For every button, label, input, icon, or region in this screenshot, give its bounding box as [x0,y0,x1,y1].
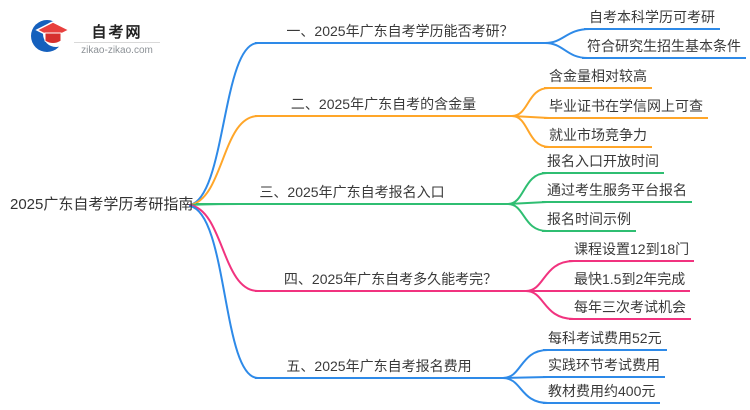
child-node-4-1: 课程设置12到18门 [569,238,695,262]
child-node-5-3: 教材费用约400元 [543,380,661,404]
child-node-3-3: 报名时间示例 [542,208,636,232]
edge-branch2-child1 [511,87,550,117]
edge-branch3-child2 [507,201,548,205]
branch-node-1: 一、2025年广东自考学历能否考研？ [255,20,545,44]
child-node-2-1: 含金量相对较高 [544,65,652,89]
child-node-3-1: 报名入口开放时间 [542,150,664,174]
edge-root-branch2 [189,115,259,206]
child-node-1-2: 符合研究生招生基本条件 [582,35,746,59]
edge-branch5-child1 [502,349,549,379]
child-node-2-3: 就业市场竞争力 [544,124,652,148]
root-node: 2025广东自考学历考研指南 [10,196,194,213]
logo-divider [74,42,160,43]
edge-root-branch5 [189,205,259,379]
child-node-3-2: 通过考生服务平台报名 [542,179,692,203]
child-node-5-2: 实践环节考试费用 [543,354,665,378]
child-node-2-2: 毕业证书在学信网上可查 [544,95,708,119]
edge-root-branch4 [189,204,259,292]
site-name: 自考网 [91,24,143,41]
branch-node-3: 三、2025年广东自考报名入口 [196,181,508,205]
site-domain: zikao-zikao.com [81,45,153,56]
edge-branch3-child3 [507,203,548,232]
branch-node-2: 二、2025年广东自考的含金量 [255,93,512,117]
edge-root-branch1 [189,42,259,206]
child-node-4-3: 每年三次考试机会 [569,296,691,320]
logo: 自考网 zikao-zikao.com [28,14,160,62]
edge-branch2-child3 [511,115,550,148]
child-node-5-1: 每科考试费用52元 [543,327,667,351]
edge-branch4-child1 [525,260,575,292]
graduation-cap-icon [31,20,71,52]
child-node-4-2: 最快1.5到2年完成 [569,268,691,292]
child-node-1-1: 自考本科学历可考研 [584,6,720,30]
branch-node-5: 五、2025年广东自考报名费用 [255,355,503,379]
edge-branch5-child3 [502,377,549,404]
edge-branch2-child2 [511,115,550,119]
edge-branch5-child2 [502,376,549,379]
edge-branch4-child3 [525,290,575,320]
branch-node-4: 四、2025年广东自考多久能考完？ [255,268,526,292]
